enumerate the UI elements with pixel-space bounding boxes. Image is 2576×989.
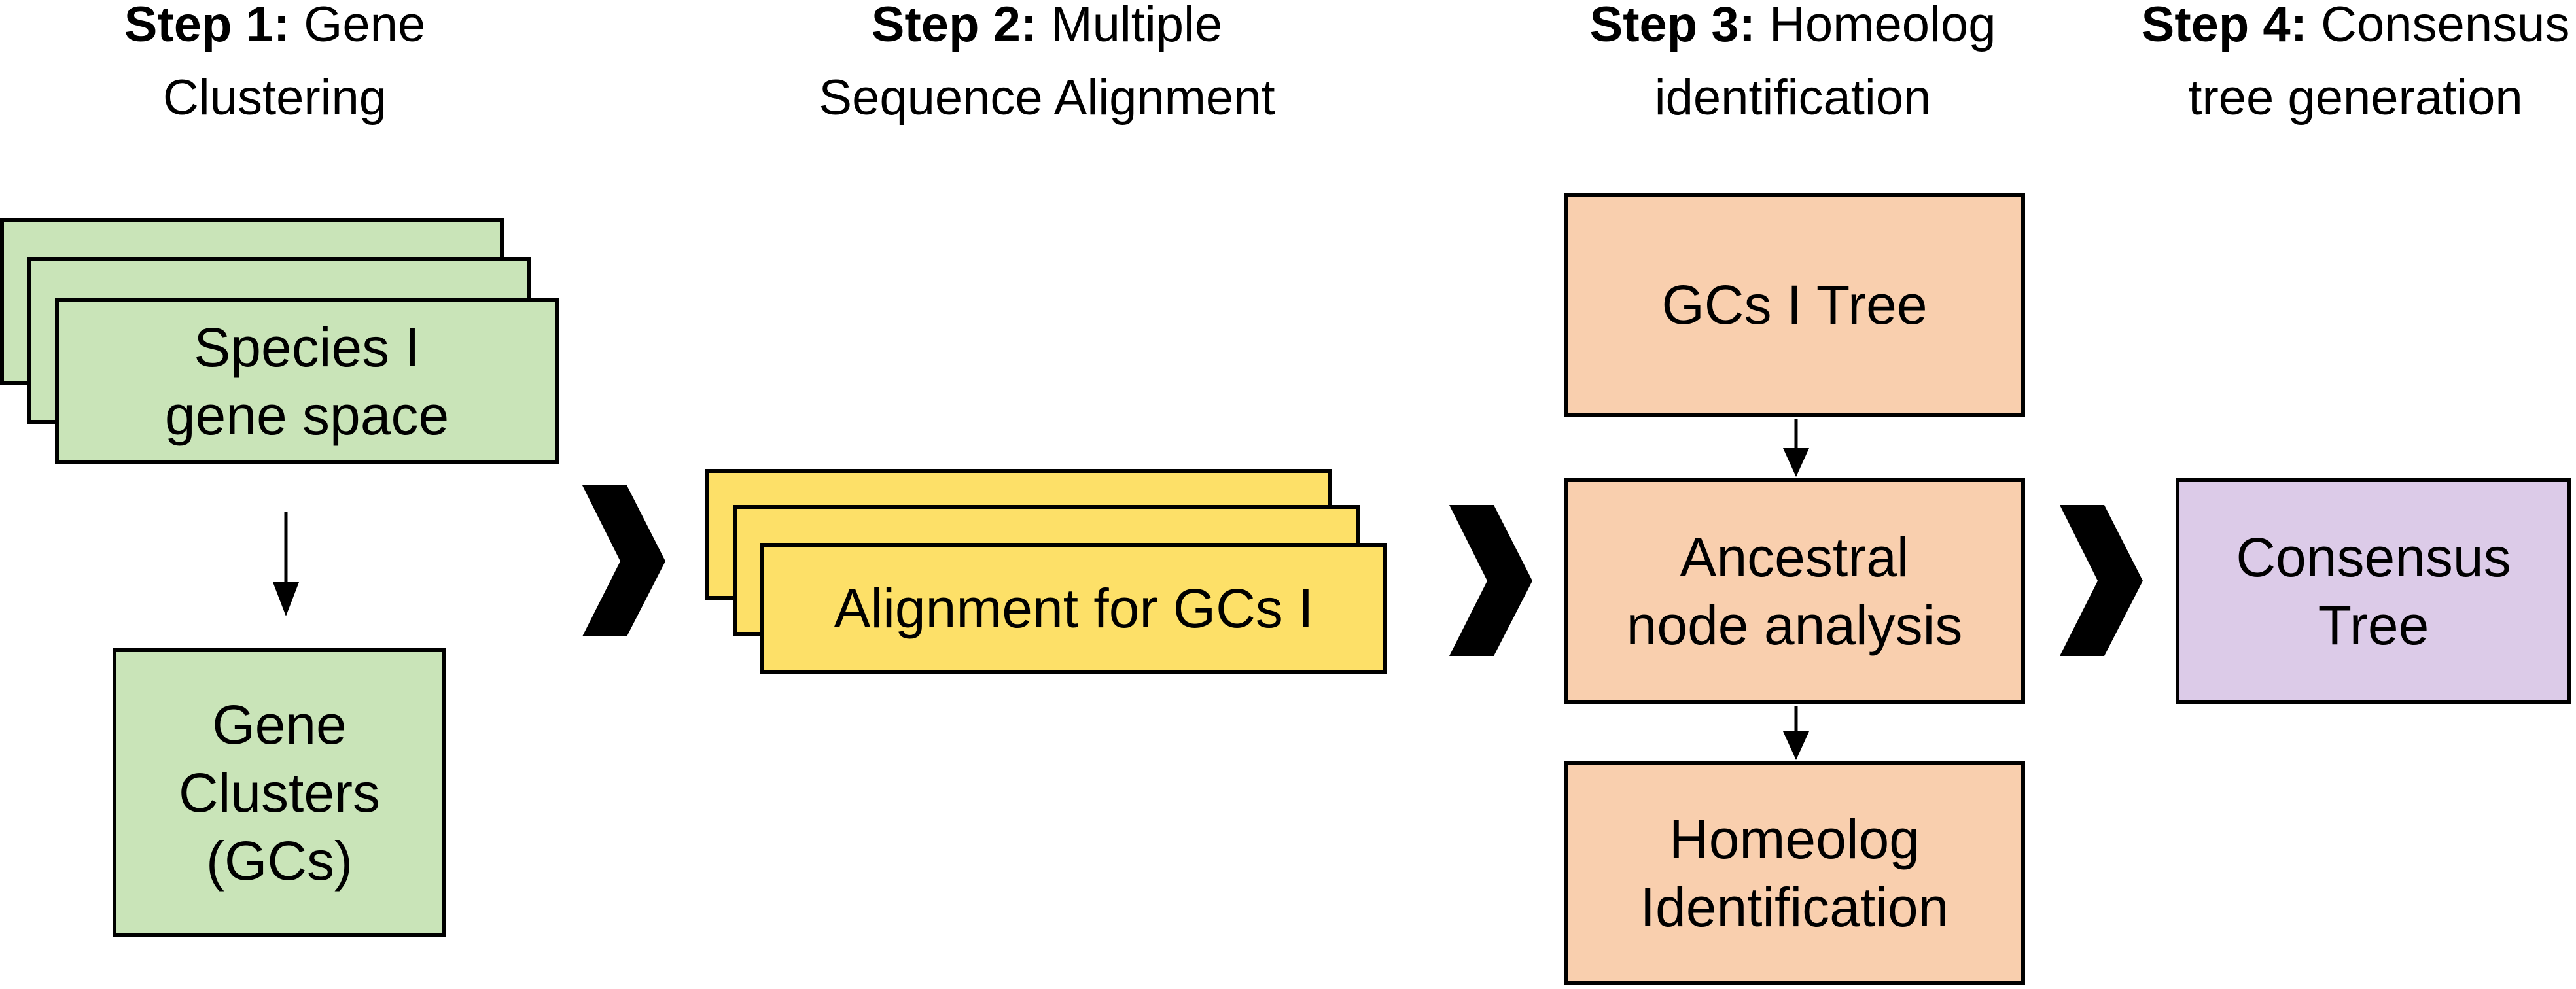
step1-title-line1: Gene xyxy=(304,0,426,52)
step2-title-line2: Sequence Alignment xyxy=(819,70,1275,126)
step3-header: Step 3: Homeolog identification xyxy=(1531,0,2055,135)
step4-label: Step 4: xyxy=(2141,0,2308,52)
alignment-box: Alignment for GCs I xyxy=(760,543,1387,674)
arrow-tree-to-ancestral xyxy=(1783,419,1809,477)
homeolog-identification-box: Homeolog Identification xyxy=(1564,761,2025,985)
step3-label: Step 3: xyxy=(1589,0,1756,52)
gcs-tree-box: GCs I Tree xyxy=(1564,193,2025,417)
gcs-tree-label: GCs I Tree xyxy=(1661,274,1928,336)
consensus-tree-box: Consensus Tree xyxy=(2176,478,2571,704)
ancestral-node-box: Ancestral node analysis xyxy=(1564,478,2025,704)
homeolog-identification-label: Homeolog Identification xyxy=(1640,808,1949,938)
chevron-right-icon-step2 xyxy=(1449,505,1532,656)
ancestral-node-label: Ancestral node analysis xyxy=(1626,526,1963,656)
alignment-label: Alignment for GCs I xyxy=(834,578,1314,639)
gene-clusters-label: Gene Clusters (GCs) xyxy=(178,694,381,892)
consensus-tree-label: Consensus Tree xyxy=(2236,526,2511,656)
step3-title-line1: Homeolog xyxy=(1769,0,1996,52)
species-gene-space-box: Species I gene space xyxy=(55,298,559,464)
step4-title-line1: Consensus xyxy=(2321,0,2570,52)
step2-label: Step 2: xyxy=(871,0,1038,52)
step1-label: Step 1: xyxy=(124,0,291,52)
chevron-right-icon-step1 xyxy=(582,485,665,636)
step4-header: Step 4: Consensus tree generation xyxy=(2094,0,2576,135)
step3-title-line2: identification xyxy=(1654,70,1932,126)
step2-header: Step 2: Multiple Sequence Alignment xyxy=(720,0,1374,135)
species-gene-space-label: Species I gene space xyxy=(164,316,450,446)
gene-clusters-box: Gene Clusters (GCs) xyxy=(113,648,446,937)
chevron-right-icon-step3 xyxy=(2060,505,2143,656)
step4-title-line2: tree generation xyxy=(2188,70,2523,126)
arrow-species-to-clusters xyxy=(273,512,299,616)
step2-title-line1: Multiple xyxy=(1051,0,1223,52)
step1-header: Step 1: Gene Clustering xyxy=(39,0,510,135)
step1-title-line2: Clustering xyxy=(162,70,387,126)
arrow-ancestral-to-homeolog xyxy=(1783,706,1809,760)
